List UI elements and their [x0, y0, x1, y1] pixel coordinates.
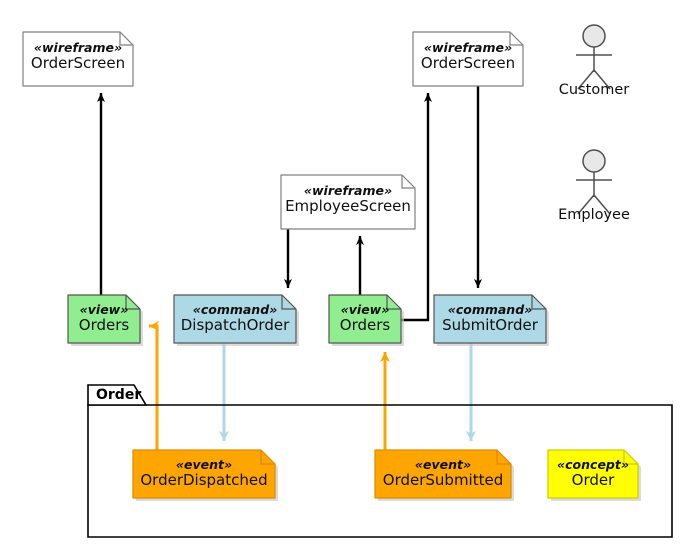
concept-order[interactable]	[547, 449, 641, 501]
actor-employee-label: Employee	[558, 207, 630, 223]
wireframe-orderscreen-customer[interactable]	[22, 31, 134, 87]
connector-orderdispatched-to-orders-left	[149, 321, 159, 450]
connector-orders-right-to-orderscreen-right	[401, 93, 432, 322]
command-submitorder[interactable]	[433, 294, 549, 346]
package-order-label: Order	[96, 387, 142, 403]
command-dispatchorder[interactable]	[173, 294, 299, 346]
actor-customer-label: Customer	[558, 82, 630, 98]
view-orders-right[interactable]	[328, 294, 404, 346]
view-orders-left[interactable]	[67, 294, 143, 346]
wireframe-orderscreen-employee[interactable]	[412, 31, 524, 87]
event-orderdispatched[interactable]	[132, 449, 278, 501]
actor-employee[interactable]	[576, 149, 612, 215]
actor-customer[interactable]	[576, 24, 612, 90]
package-order[interactable]	[87, 384, 673, 538]
event-ordersubmitted[interactable]	[374, 449, 514, 501]
wireframe-employeescreen[interactable]	[280, 174, 416, 230]
